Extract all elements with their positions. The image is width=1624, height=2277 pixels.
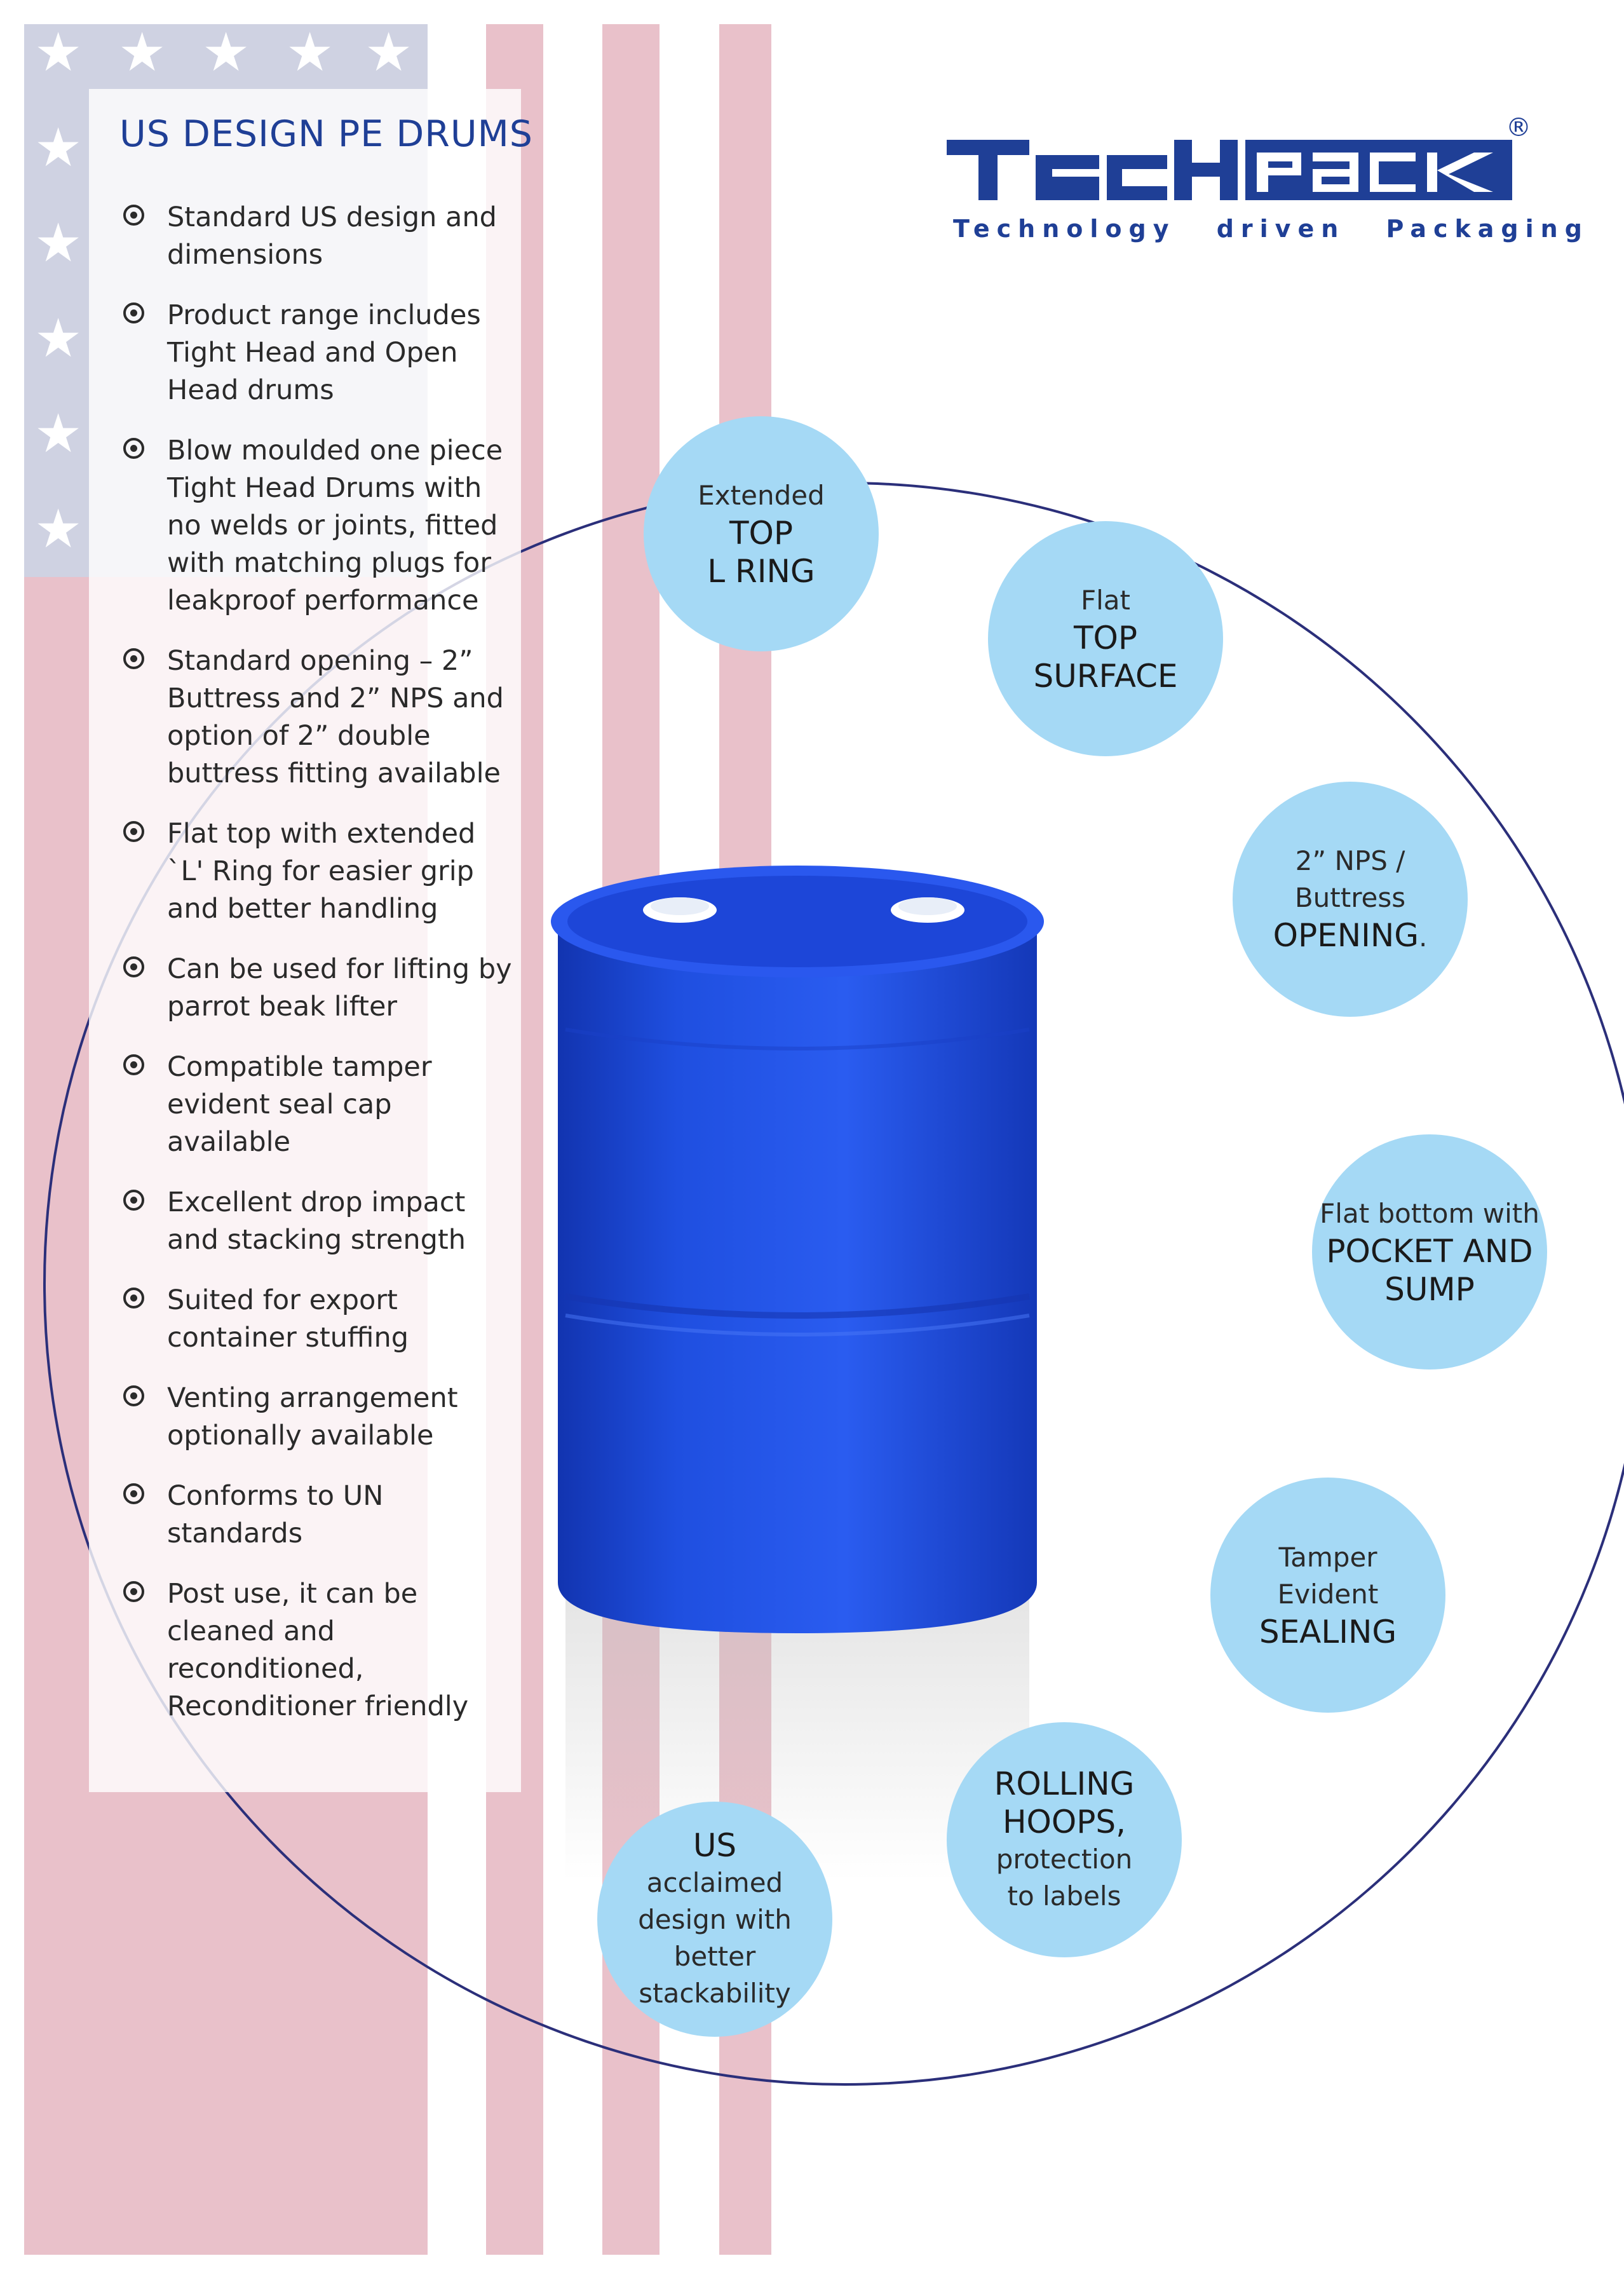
feature-item: Suited for export container stuffing	[121, 1282, 527, 1357]
target-bullet-icon	[123, 1385, 144, 1406]
callout-us-design: US acclaimed design with better stackabi…	[597, 1802, 832, 2037]
feature-item: Flat top with extended `L' Ring for easi…	[121, 815, 527, 928]
target-bullet-icon	[123, 205, 144, 226]
star-icon: ★	[34, 307, 83, 369]
target-bullet-icon	[123, 648, 144, 669]
techpack-logo-mark	[947, 140, 1512, 200]
star-icon: ★	[34, 212, 83, 274]
feature-item: Compatible tamper evident seal cap avail…	[121, 1049, 527, 1161]
star-icon: ★	[34, 402, 83, 465]
techpack-logo	[947, 114, 1544, 254]
feature-item: Standard US design and dimensions	[121, 199, 527, 274]
feature-item: Can be used for lifting by parrot beak l…	[121, 951, 527, 1026]
star-icon: ★	[286, 21, 334, 83]
target-bullet-icon	[123, 1288, 144, 1308]
star-icon: ★	[34, 498, 83, 560]
feature-item: Excellent drop impact and stacking stren…	[121, 1184, 527, 1259]
feature-item: Venting arrangement optionally available	[121, 1380, 527, 1455]
target-bullet-icon	[123, 1054, 144, 1075]
callout-sealing: Tamper Evident SEALING	[1210, 1478, 1445, 1713]
callout-top-surface: Flat TOP SURFACE	[988, 521, 1223, 756]
target-bullet-icon	[123, 1581, 144, 1602]
star-icon: ★	[34, 116, 83, 179]
logo-tagline: Technology driven Packaging	[953, 215, 1589, 243]
star-icon: ★	[34, 21, 83, 83]
callout-top-l-ring: Extended TOP L RING	[644, 416, 879, 651]
target-bullet-icon	[123, 1483, 144, 1504]
callout-opening: 2” NPS / Buttress OPENING.	[1233, 782, 1468, 1017]
star-icon: ★	[202, 21, 250, 83]
feature-list: Standard US design and dimensions Produc…	[121, 199, 527, 1748]
target-bullet-icon	[123, 438, 144, 459]
star-icon: ★	[118, 21, 166, 83]
feature-item: Conforms to UN standards	[121, 1478, 527, 1553]
feature-item: Blow moulded one piece Tight Head Drums …	[121, 432, 527, 620]
target-bullet-icon	[123, 302, 144, 323]
blue-drum-image	[551, 866, 1044, 1633]
registered-mark: ®	[1506, 113, 1531, 142]
callout-rolling-hoops: ROLLING HOOPS, protection to labels	[947, 1722, 1182, 1957]
star-icon: ★	[365, 21, 413, 83]
features-panel	[89, 89, 521, 1792]
target-bullet-icon	[123, 1190, 144, 1211]
feature-item: Post use, it can be cleaned and recondit…	[121, 1575, 527, 1725]
target-bullet-icon	[123, 956, 144, 977]
page-title: US DESIGN PE DRUMS	[119, 113, 533, 155]
feature-item: Standard opening – 2” Buttress and 2” NP…	[121, 642, 527, 792]
feature-item: Product range includes Tight Head and Op…	[121, 297, 527, 409]
callout-bottom: Flat bottom with POCKET AND SUMP	[1312, 1134, 1547, 1370]
target-bullet-icon	[123, 821, 144, 842]
